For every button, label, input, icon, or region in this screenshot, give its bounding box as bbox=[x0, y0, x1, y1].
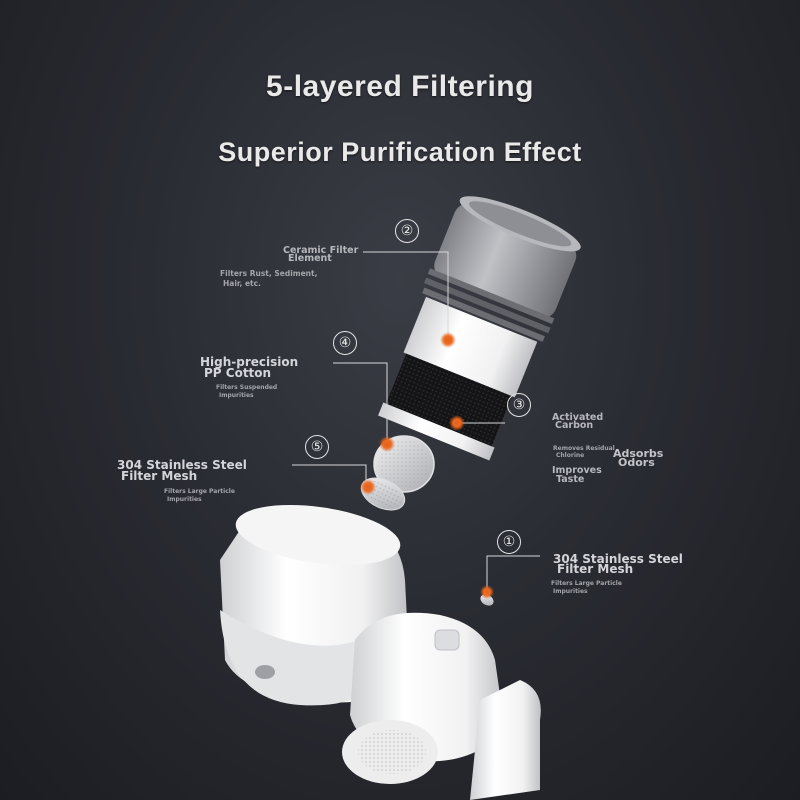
layer-2-title-2: Element bbox=[288, 253, 332, 264]
layer-4-badge: ④ bbox=[333, 331, 357, 355]
layer-1-badge: ① bbox=[497, 530, 521, 554]
layer-4-desc-1: Filters Suspended bbox=[216, 384, 278, 391]
layer-1-desc-2: Impurities bbox=[553, 588, 588, 595]
filter-cartridge bbox=[378, 196, 581, 461]
headline: 5-layered Filtering bbox=[266, 70, 534, 103]
layer-1-title-2: Filter Mesh bbox=[557, 562, 634, 576]
layer-5-desc-1: Filters Large Particle bbox=[164, 488, 235, 495]
orange-markers bbox=[360, 332, 494, 599]
layer-5-title-1: 304 Stainless Steel bbox=[117, 458, 247, 472]
layer-1-title-1: 304 Stainless Steel bbox=[553, 552, 683, 566]
layer-2-title-1: Ceramic Filter bbox=[283, 245, 359, 256]
layer-3-title-2: Carbon bbox=[555, 420, 594, 431]
layer-3-badge: ③ bbox=[507, 393, 531, 417]
layer-2-desc-2: Hair, etc. bbox=[223, 279, 261, 288]
layer-2-badge: ② bbox=[395, 219, 419, 243]
layer-1-desc-1: Filters Large Particle bbox=[551, 580, 622, 587]
layer-5-badge: ⑤ bbox=[305, 435, 329, 459]
layer-3-desc-2: Chlorine bbox=[556, 452, 585, 459]
faucet-body bbox=[220, 504, 541, 800]
layer-3-desc-1: Removes Residual bbox=[553, 445, 615, 452]
layer-5-title-2: Filter Mesh bbox=[121, 469, 198, 483]
layer-3-extra-2: Odors bbox=[618, 456, 655, 469]
subheadline: Superior Purification Effect bbox=[218, 137, 582, 167]
layer-4-title-1: High-precision bbox=[200, 355, 299, 369]
layer-4-title-2: PP Cotton bbox=[204, 366, 272, 380]
layer-3-extra-1: Adsorbs bbox=[613, 447, 664, 460]
layer-3-extra-4: Taste bbox=[556, 474, 585, 485]
layer-3-extra-3: Improves bbox=[552, 465, 602, 476]
layer-5-desc-2: Impurities bbox=[167, 496, 202, 503]
layer-3-title-1: Activated bbox=[552, 412, 604, 423]
layer-4-desc-2: Impurities bbox=[219, 392, 254, 399]
layer-2-desc-1: Filters Rust, Sediment, bbox=[220, 269, 318, 278]
callout-lines bbox=[292, 251, 540, 590]
